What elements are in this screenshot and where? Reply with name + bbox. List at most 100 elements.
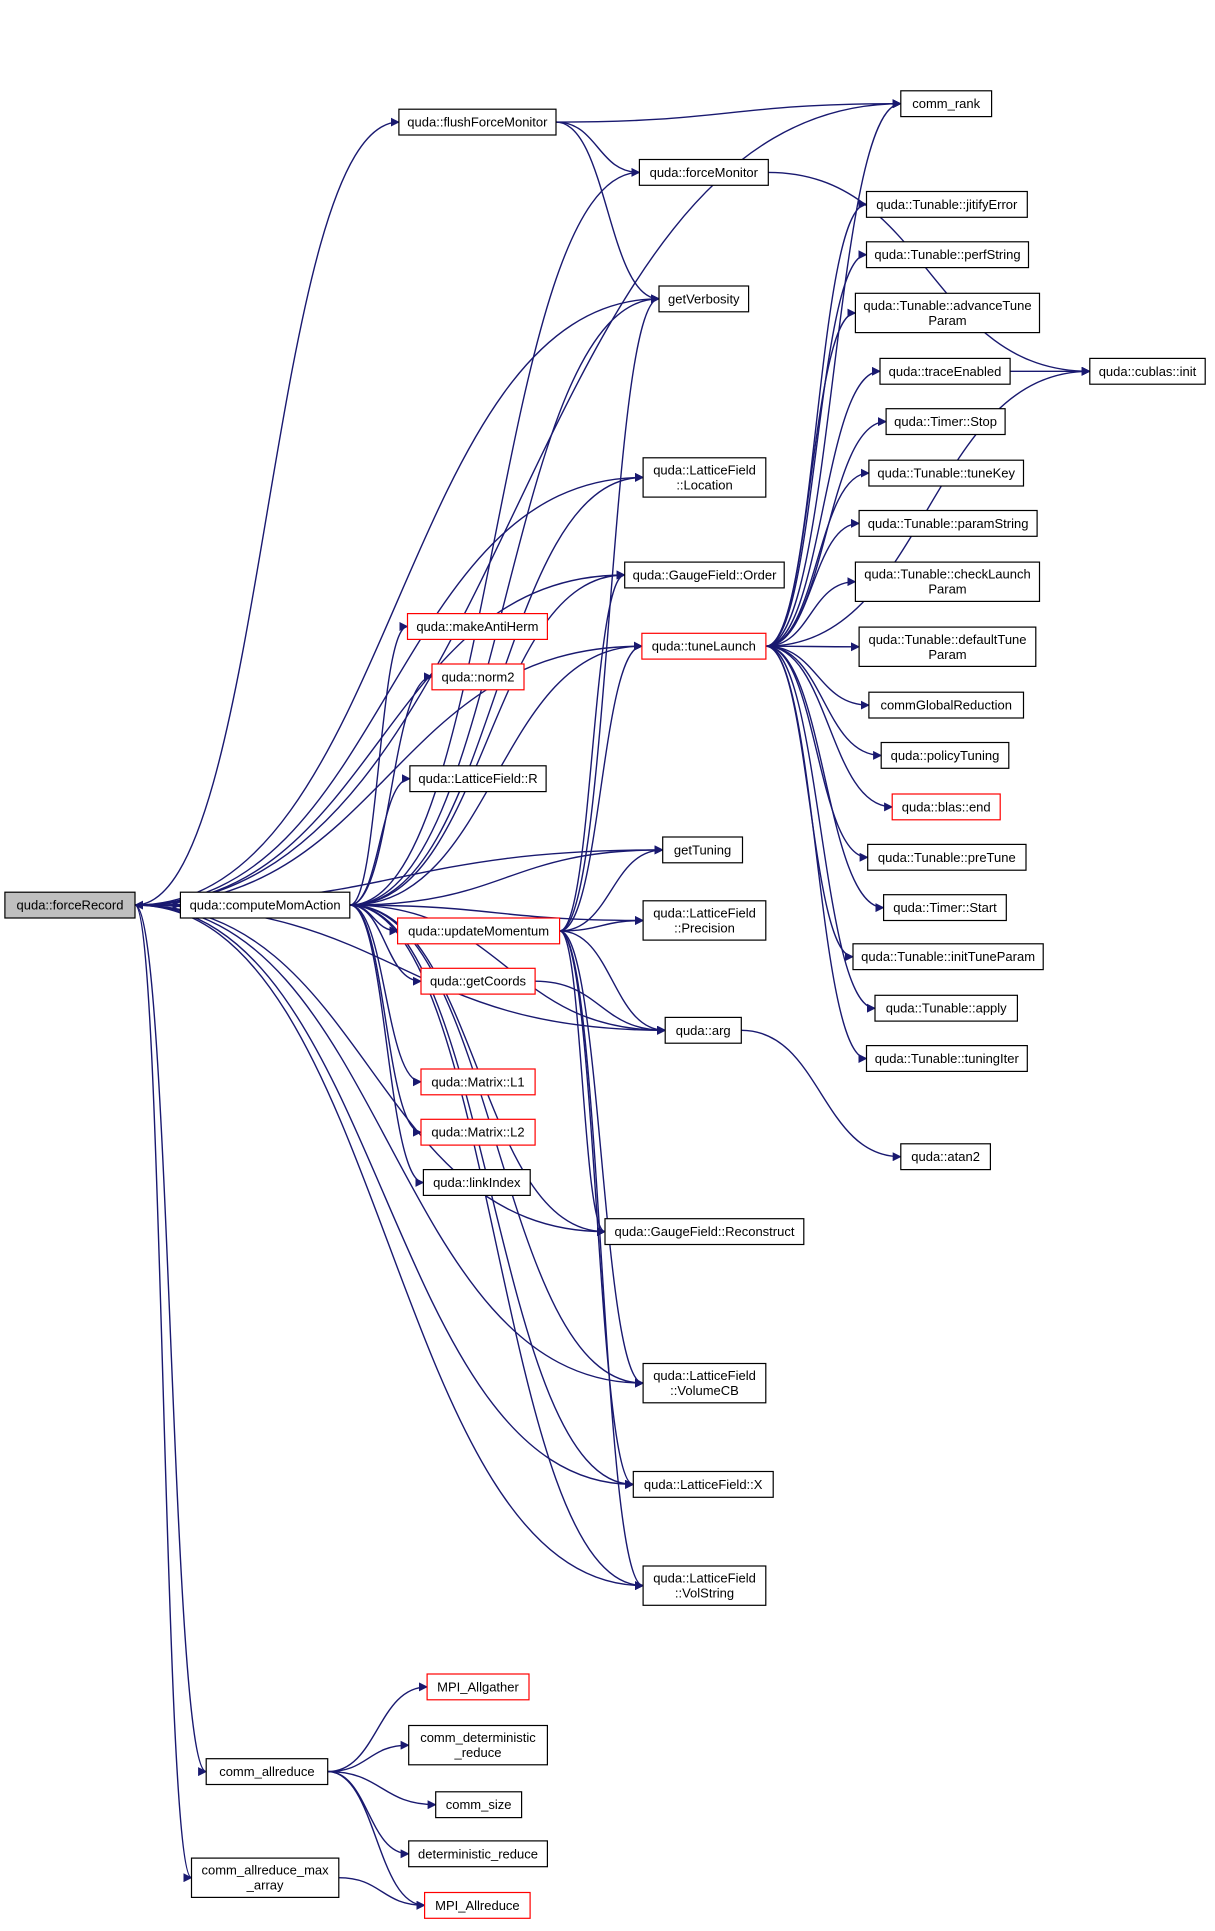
node-label-lf_location-line-2: ::Location	[676, 477, 732, 492]
edge-updateMomentum-to-lf_X	[559, 930, 635, 1489]
edge-forceMonitor-to-cublas_init	[768, 171, 1091, 376]
node-label-advanceTuneParam-line-2: Param	[928, 313, 966, 328]
node-gf_reconstruct[interactable]: quda::GaugeField::Reconstruct	[604, 1218, 805, 1246]
node-preTune[interactable]: quda::Tunable::preTune	[867, 843, 1027, 871]
node-initTuneParam[interactable]: quda::Tunable::initTuneParam	[852, 943, 1044, 971]
node-arg[interactable]: quda::arg	[664, 1016, 742, 1044]
node-flushForceMonitor[interactable]: quda::flushForceMonitor	[398, 108, 557, 136]
node-deterministic_reduce[interactable]: deterministic_reduce	[408, 1840, 549, 1868]
edge-forceRecord-to-lf_location	[134, 472, 644, 906]
edge-computeMomAction-to-lf_precision	[349, 904, 644, 925]
node-lf_X[interactable]: quda::LatticeField::X	[632, 1470, 774, 1498]
edge-forceRecord-to-comm_rank	[134, 99, 902, 906]
edge-tuneLaunch-to-commGlobalReduction	[765, 645, 870, 710]
node-box-comm_allreduce_max_array	[190, 1857, 340, 1898]
node-paramString[interactable]: quda::Tunable::paramString	[858, 509, 1038, 537]
node-computeMomAction[interactable]: quda::computeMomAction	[179, 891, 351, 919]
node-atan2[interactable]: quda::atan2	[900, 1143, 991, 1171]
node-box-lf_volumeCB	[642, 1362, 767, 1404]
edge-tuneLaunch-to-preTune	[765, 645, 869, 862]
node-label-arg: quda::arg	[676, 1023, 731, 1038]
node-tuneLaunch[interactable]: quda::tuneLaunch	[641, 632, 767, 660]
node-comm_deterministic_reduce[interactable]: comm_deterministic_reduce	[408, 1724, 549, 1766]
node-perfString[interactable]: quda::Tunable::perfString	[865, 241, 1030, 269]
node-gf_order[interactable]: quda::GaugeField::Order	[624, 561, 785, 589]
node-blas_end[interactable]: quda::blas::end	[891, 793, 1001, 821]
node-forceRecord[interactable]: quda::forceRecord	[4, 891, 136, 919]
edge-forceRecord-to-lf_volString	[134, 904, 644, 1591]
node-lf_volString[interactable]: quda::LatticeField::VolString	[642, 1565, 767, 1606]
node-box-matrix_L1	[420, 1068, 536, 1096]
node-box-advanceTuneParam	[854, 292, 1041, 334]
node-getVerbosity[interactable]: getVerbosity	[658, 285, 750, 313]
node-label-checkLaunchParam-line-1: quda::Tunable::checkLaunch	[864, 567, 1030, 582]
edge-tuneLaunch-to-tuneKey	[765, 468, 870, 647]
node-comm_rank[interactable]: comm_rank	[900, 90, 993, 118]
node-getCoords[interactable]: quda::getCoords	[420, 967, 536, 995]
node-jitifyError[interactable]: quda::Tunable::jitifyError	[865, 190, 1028, 218]
node-apply[interactable]: quda::Tunable::apply	[874, 994, 1018, 1022]
edge-tuneLaunch-to-defaultTuneParam	[765, 642, 860, 652]
node-timer_start[interactable]: quda::Timer::Start	[882, 894, 1007, 922]
node-label-gf_reconstruct: quda::GaugeField::Reconstruct	[615, 1224, 795, 1239]
node-box-lf_location	[642, 457, 767, 498]
node-label-linkIndex: quda::linkIndex	[433, 1175, 521, 1190]
node-lf_location[interactable]: quda::LatticeField::Location	[642, 457, 767, 498]
node-commGlobalReduction[interactable]: commGlobalReduction	[868, 691, 1025, 719]
node-MPI_Allreduce[interactable]: MPI_Allreduce	[424, 1891, 531, 1919]
node-label-timer_start: quda::Timer::Start	[893, 900, 997, 915]
node-box-getCoords	[420, 967, 536, 995]
node-label-updateMomentum: quda::updateMomentum	[408, 923, 549, 938]
node-matrix_L2[interactable]: quda::Matrix::L2	[420, 1118, 536, 1146]
edge-comm_allreduce_max_array-to-MPI_Allreduce	[338, 1877, 426, 1910]
node-makeAntiHerm[interactable]: quda::makeAntiHerm	[406, 612, 548, 640]
node-tuningIter[interactable]: quda::Tunable::tuningIter	[865, 1044, 1028, 1072]
node-label-lf_precision-line-1: quda::LatticeField	[653, 906, 756, 921]
edge-computeMomAction-to-linkIndex	[349, 904, 425, 1187]
node-box-defaultTuneParam	[858, 626, 1037, 667]
node-label-cublas_init: quda::cublas::init	[1099, 364, 1197, 379]
node-norm2[interactable]: quda::norm2	[431, 663, 525, 691]
node-box-initTuneParam	[852, 943, 1044, 971]
node-matrix_L1[interactable]: quda::Matrix::L1	[420, 1068, 536, 1096]
node-box-checkLaunchParam	[854, 561, 1041, 602]
node-lf_R[interactable]: quda::LatticeField::R	[409, 765, 547, 793]
node-lf_volumeCB[interactable]: quda::LatticeField::VolumeCB	[642, 1362, 767, 1404]
edge-updateMomentum-to-lf_volString	[559, 930, 644, 1590]
node-timer_stop[interactable]: quda::Timer::Stop	[885, 408, 1006, 436]
node-label-lf_precision-line-2: ::Precision	[674, 921, 735, 936]
edge-updateMomentum-to-lf_precision	[559, 916, 644, 932]
edge-updateMomentum-to-getVerbosity	[559, 294, 660, 932]
node-policyTuning[interactable]: quda::policyTuning	[880, 741, 1010, 769]
edge-forceRecord-to-gf_reconstruct	[134, 904, 606, 1237]
node-comm_allreduce_max_array[interactable]: comm_allreduce_max_array	[190, 1857, 340, 1898]
edge-updateMomentum-to-gf_reconstruct	[559, 930, 606, 1236]
node-label-tuneLaunch: quda::tuneLaunch	[652, 639, 756, 654]
edge-tuneLaunch-to-apply	[765, 645, 876, 1013]
edge-computeMomAction-to-getVerbosity	[349, 294, 660, 906]
node-label-makeAntiHerm: quda::makeAntiHerm	[416, 619, 538, 634]
node-comm_allreduce[interactable]: comm_allreduce	[205, 1758, 329, 1786]
node-comm_size[interactable]: comm_size	[435, 1791, 523, 1819]
node-cublas_init[interactable]: quda::cublas::init	[1089, 357, 1206, 385]
node-MPI_Allgather[interactable]: MPI_Allgather	[426, 1673, 530, 1701]
edge-getCoords-to-arg	[535, 980, 667, 1035]
node-label-paramString: quda::Tunable::paramString	[868, 516, 1029, 531]
node-label-lf_R: quda::LatticeField::R	[418, 771, 537, 786]
node-linkIndex[interactable]: quda::linkIndex	[422, 1168, 531, 1196]
node-forceMonitor[interactable]: quda::forceMonitor	[638, 158, 769, 186]
node-label-tuningIter: quda::Tunable::tuningIter	[875, 1051, 1020, 1066]
node-updateMomentum[interactable]: quda::updateMomentum	[397, 917, 561, 945]
node-box-traceEnabled	[879, 357, 1011, 385]
edge-computeMomAction-to-getTuning	[349, 845, 664, 906]
node-lf_precision[interactable]: quda::LatticeField::Precision	[642, 900, 767, 941]
edge-updateMomentum-to-gf_order	[559, 570, 626, 932]
node-traceEnabled[interactable]: quda::traceEnabled	[879, 357, 1011, 385]
edge-forceRecord-to-getVerbosity	[134, 294, 660, 906]
node-box-lf_volString	[642, 1565, 767, 1606]
node-getTuning[interactable]: getTuning	[662, 836, 744, 864]
node-tuneKey[interactable]: quda::Tunable::tuneKey	[868, 459, 1025, 487]
